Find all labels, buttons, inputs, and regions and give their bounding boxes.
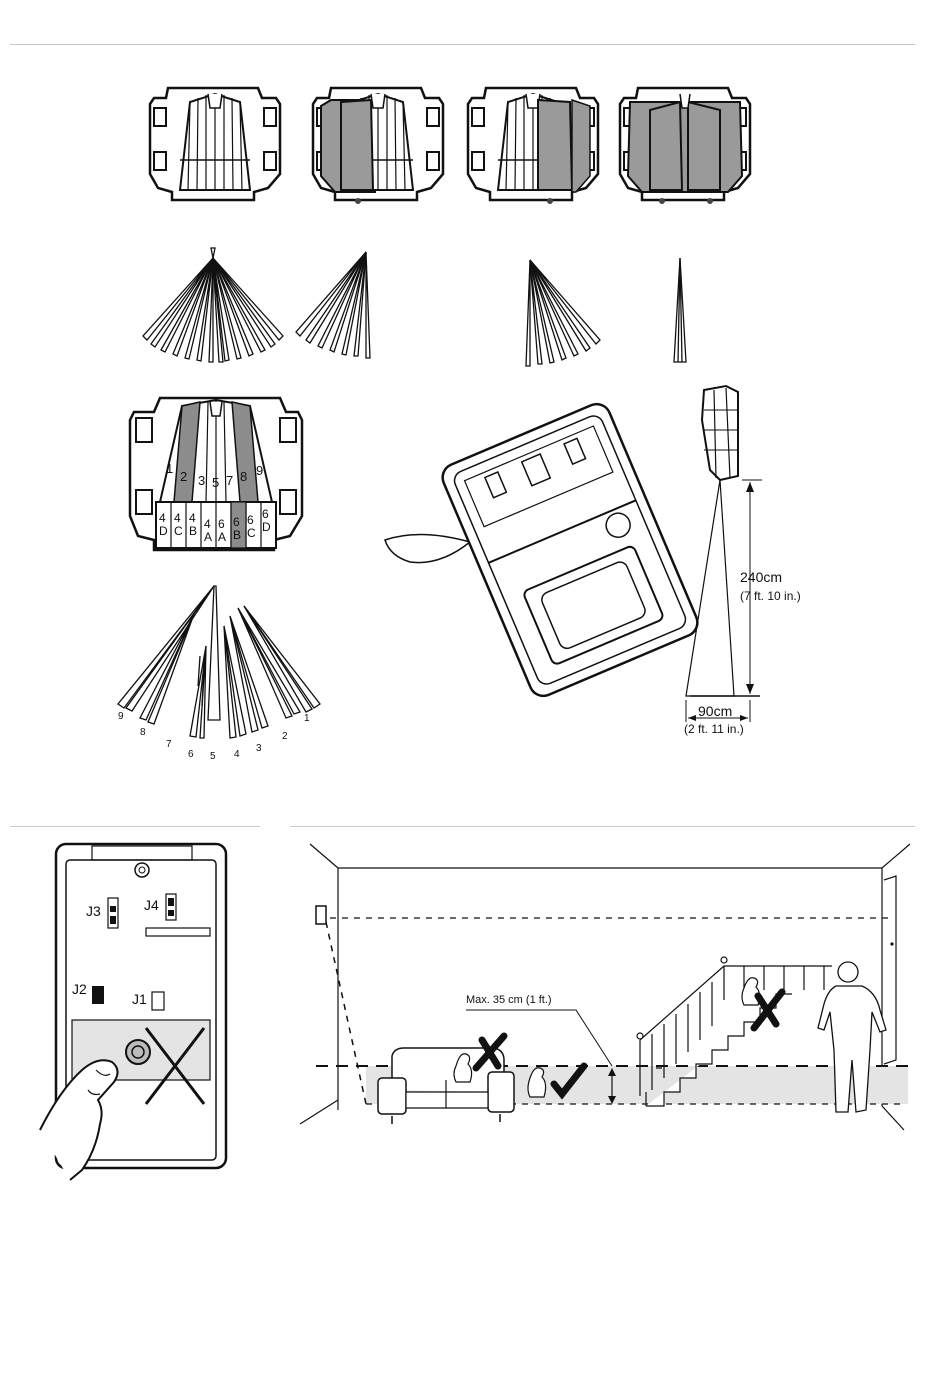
detector-tilted bbox=[385, 400, 702, 700]
beam-number: 8 bbox=[140, 728, 146, 738]
pcb-view bbox=[40, 844, 226, 1180]
lens-number: 7 bbox=[226, 474, 233, 487]
fan-full bbox=[143, 248, 283, 362]
mount-distance-ft: (2 ft. 11 in.) bbox=[684, 723, 744, 735]
jumper-label-j1: J1 bbox=[132, 992, 147, 1006]
max-height-label: Max. 35 cm (1 ft.) bbox=[466, 995, 552, 1006]
jumper-label-j2: J2 bbox=[72, 982, 87, 996]
lens-cell: 6 D bbox=[262, 508, 271, 533]
fan-left-masked bbox=[526, 260, 600, 366]
mount-height-cm: 240cm bbox=[740, 570, 782, 584]
lens-cell: 4 B bbox=[189, 512, 197, 537]
lens-cell: 4 C bbox=[174, 512, 183, 537]
room-scene bbox=[300, 844, 910, 1130]
lens-cell: 6 B bbox=[233, 516, 241, 541]
beam-number: 7 bbox=[166, 740, 172, 750]
beam-number: 9 bbox=[118, 712, 124, 722]
lens-numbered bbox=[130, 398, 302, 550]
beam-fan-numbered bbox=[118, 586, 320, 738]
lens-housing-mask-right bbox=[468, 88, 598, 204]
beam-number: 1 bbox=[304, 714, 310, 724]
jumper-label-j4: J4 bbox=[144, 898, 159, 912]
lens-cell: 4 A bbox=[204, 518, 212, 543]
lens-number: 3 bbox=[198, 474, 205, 487]
beam-number: 5 bbox=[210, 752, 216, 762]
lens-cell: 6 A bbox=[218, 518, 226, 543]
lens-number: 1 bbox=[166, 462, 173, 475]
mount-height-ft: (7 ft. 10 in.) bbox=[740, 590, 801, 602]
beam-number: 6 bbox=[188, 750, 194, 760]
jumper-label-j3: J3 bbox=[86, 904, 101, 918]
lens-housing-mask-left bbox=[313, 88, 443, 204]
beam-number: 2 bbox=[282, 732, 288, 742]
fan-right-masked bbox=[296, 252, 370, 358]
lens-cell: 4 D bbox=[159, 512, 168, 537]
mount-distance-cm: 90cm bbox=[698, 704, 732, 718]
mount-side-view bbox=[686, 386, 762, 722]
beam-number: 3 bbox=[256, 744, 262, 754]
cross-mark-stairs-icon bbox=[754, 992, 782, 1028]
lens-housing-full bbox=[150, 88, 280, 200]
lens-housing-mask-both bbox=[620, 88, 750, 204]
lens-number: 2 bbox=[180, 470, 187, 483]
beam-number: 4 bbox=[234, 750, 240, 760]
lens-number: 5 bbox=[212, 476, 219, 489]
lens-cell: 6 C bbox=[247, 514, 256, 539]
fan-center-only bbox=[674, 258, 686, 362]
lens-number: 8 bbox=[240, 470, 247, 483]
lens-number: 9 bbox=[256, 464, 263, 477]
